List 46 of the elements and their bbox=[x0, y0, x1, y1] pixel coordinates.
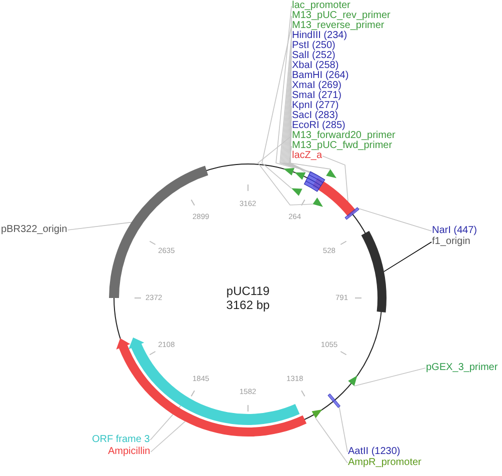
leader-line bbox=[315, 418, 348, 464]
restriction-site-label: PstI (250) bbox=[292, 41, 336, 51]
plasmid-length: 3162 bp bbox=[226, 298, 270, 312]
restriction-site-label: XbaI (258) bbox=[292, 61, 339, 71]
restriction-site-label: AatII (1230) bbox=[348, 447, 400, 457]
restriction-site-label: BamHI (264) bbox=[292, 71, 349, 81]
restriction-site-label: SacI (283) bbox=[292, 111, 338, 121]
feature-arc bbox=[361, 230, 386, 312]
feature-label: pGEX_3_primer bbox=[426, 363, 498, 373]
leader-line bbox=[284, 76, 318, 176]
feature-label: lac_promoter bbox=[292, 1, 350, 11]
primer-marker bbox=[312, 410, 322, 418]
feature-label: f1_origin bbox=[432, 237, 470, 247]
leader-line bbox=[150, 421, 186, 452]
leader-line bbox=[286, 96, 320, 178]
restriction-site-label: SalI (252) bbox=[292, 51, 336, 61]
feature-label: ORF frame 3 bbox=[92, 435, 150, 445]
leader-line bbox=[262, 26, 292, 189]
feature-label: M13_forward20_primer bbox=[292, 131, 396, 141]
cut-site-marker bbox=[344, 207, 360, 220]
feature-label: AmpR_promoter bbox=[348, 458, 422, 468]
plasmid-name: pUC119 bbox=[226, 284, 270, 298]
restriction-site-label: XmaI (269) bbox=[292, 81, 342, 91]
leader-line bbox=[290, 16, 306, 173]
feature-label: M13_pUC_fwd_primer bbox=[292, 141, 392, 151]
restriction-site-label: NarI (447) bbox=[432, 226, 478, 236]
leader-line bbox=[384, 242, 432, 272]
feature-label: M13_reverse_primer bbox=[292, 21, 384, 31]
feature-label: Ampicillin bbox=[108, 447, 150, 457]
leader-line bbox=[354, 368, 426, 386]
leader-line bbox=[358, 208, 432, 232]
feature-label: pBR322_origin bbox=[1, 225, 68, 235]
feature-label: lacZ_a bbox=[292, 151, 322, 161]
leader-line bbox=[289, 146, 331, 170]
feature-label: M13_pUC_rev_primer bbox=[292, 11, 390, 21]
cut-site-marker bbox=[328, 394, 340, 408]
cut-site-cluster bbox=[304, 171, 326, 192]
leader-line bbox=[322, 156, 348, 202]
restriction-site-label: EcoRI (285) bbox=[292, 121, 346, 131]
leader-line bbox=[276, 6, 295, 168]
restriction-site-label: SmaI (271) bbox=[292, 91, 342, 101]
leader-line bbox=[257, 136, 314, 206]
restriction-site-label: HindIII (234) bbox=[292, 31, 348, 41]
leader-line bbox=[338, 406, 348, 452]
restriction-site-label: KpnI (277) bbox=[292, 101, 339, 111]
leader-line bbox=[67, 222, 132, 230]
